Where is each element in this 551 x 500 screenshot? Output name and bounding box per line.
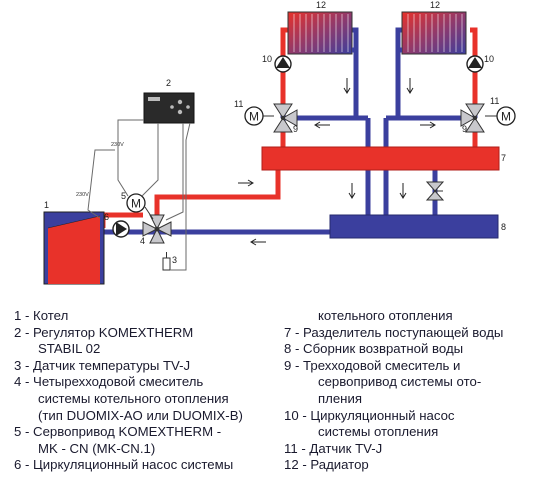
label-5: 5 [121,191,126,201]
servo-left-letter: M [249,110,259,124]
legend-right-item: 7 - Разделитель поступающей воды [284,324,504,340]
label-12-right: 12 [430,0,440,10]
mixer-servo-letter: M [131,197,141,211]
legend-left-item: 5 - Сервопривод KOMEXTHERM - [14,424,222,440]
four-way-mixer [142,214,172,244]
legend-left-item: STABIL 02 [38,341,101,357]
legend-right-item: 12 - Радиатор [284,457,369,473]
three-way-valve-left [273,103,298,133]
legend-left-item: системы котельного отопления [38,390,229,406]
heating-schematic: M M [43,0,516,285]
right-radiator-return-stub [395,27,402,38]
legend-right-item: котельного отопления [318,308,453,323]
controller [143,92,195,124]
control-wires [87,119,191,271]
legend-left-item: MK - CN (MK-CN.1) [38,440,156,456]
servo-motor-right: M [485,106,516,126]
voltage-label-controller: 230V [111,142,124,148]
temperature-sensor [162,252,171,271]
legend-right-item: системы отопления [318,424,439,440]
label-1: 1 [44,200,49,210]
label-7: 7 [501,153,506,163]
servo-motor-left: M [244,106,274,126]
label-2: 2 [166,78,171,88]
label-10-right: 10 [484,54,494,64]
legend-right-item: 8 - Сборник возвратной воды [284,341,464,357]
label-11-right: 11 [490,96,499,106]
label-10-left: 10 [262,54,272,64]
boiler-pump [112,220,130,238]
mixer-servo: M [126,193,154,220]
legend-right-item: 10 - Циркуляционный насос [284,407,455,423]
label-9-right: 9 [462,124,467,134]
legend-right-item: пления [318,390,362,406]
return-collector [329,214,499,239]
label-3: 3 [172,255,177,265]
label-12-left: 12 [316,0,326,10]
bypass-valve [425,181,445,201]
three-way-valve-right [460,103,485,133]
voltage-label-boiler: 230V [76,192,89,198]
legend-right-item: 9 - Трехходовой смеситель и [284,357,461,373]
legend-right-item: 11 - Датчик TV-J [284,440,383,456]
radiator-left [287,11,353,55]
label-8: 8 [501,222,506,232]
supply-distributor [261,146,500,171]
label-11-left: 11 [234,99,243,109]
legend-right-item: сервопривод системы ото- [318,374,482,390]
pump-right [466,55,484,73]
legend-left-item: 6 - Циркуляционный насос системы [14,457,234,473]
label-4: 4 [140,236,145,246]
servo-right-letter: M [501,110,511,124]
flow-arrows [238,78,436,246]
radiator-right [401,11,467,55]
legend-left-item: 4 - Четырехходовой смеситель [14,374,204,390]
legend-left-item: 2 - Регулятор KOMEXTHERM [14,324,194,340]
pump-left [274,55,292,73]
component-numbers: 1 2 3 4 5 6 7 8 9 9 10 10 11 11 12 12 [44,0,506,265]
legend-left-item: (тип DUOMIX-AO или DUOMIX-B) [38,407,243,423]
left-radiator-return-stub [352,27,359,38]
label-6: 6 [104,212,109,222]
legend-left-item: 1 - Котел [14,308,69,323]
label-9-left: 9 [293,124,298,134]
legend-left-item: 3 - Датчик температуры TV-J [14,357,191,373]
boiler [43,211,105,285]
